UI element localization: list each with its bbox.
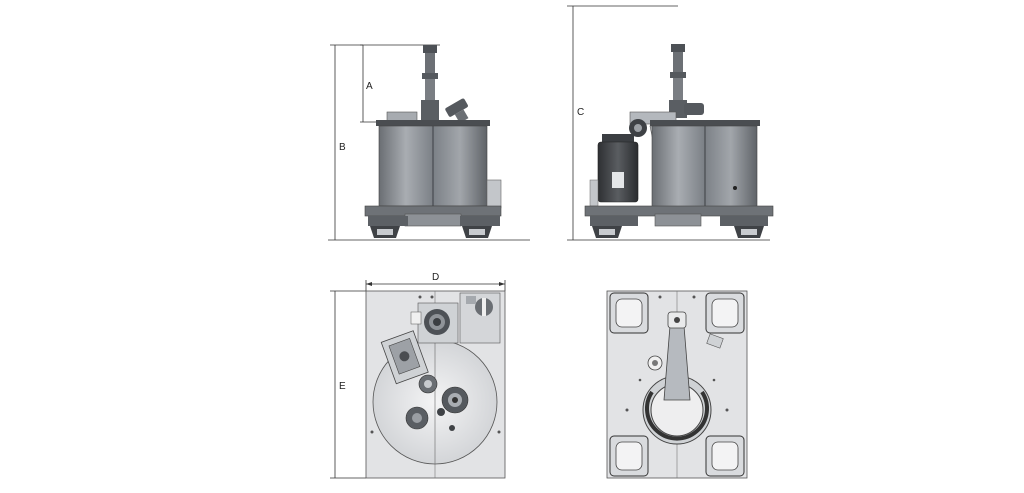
dimension-c-label: C [577,107,584,118]
dimension-b-label: B [339,142,346,153]
front-elevation-view: A B [328,44,530,241]
bottom-plan-view [606,290,748,479]
dimension-e-label: E [339,381,346,392]
dimension-a-label: A [366,81,373,92]
dimension-d-label: D [432,272,439,283]
top-plan-view: D E [330,272,506,479]
dimension-b: B [328,44,530,241]
dimension-e: E [330,290,366,479]
dimension-c: C [567,5,770,241]
dimension-d: D [365,272,506,291]
side-elevation-view: C [567,5,774,241]
